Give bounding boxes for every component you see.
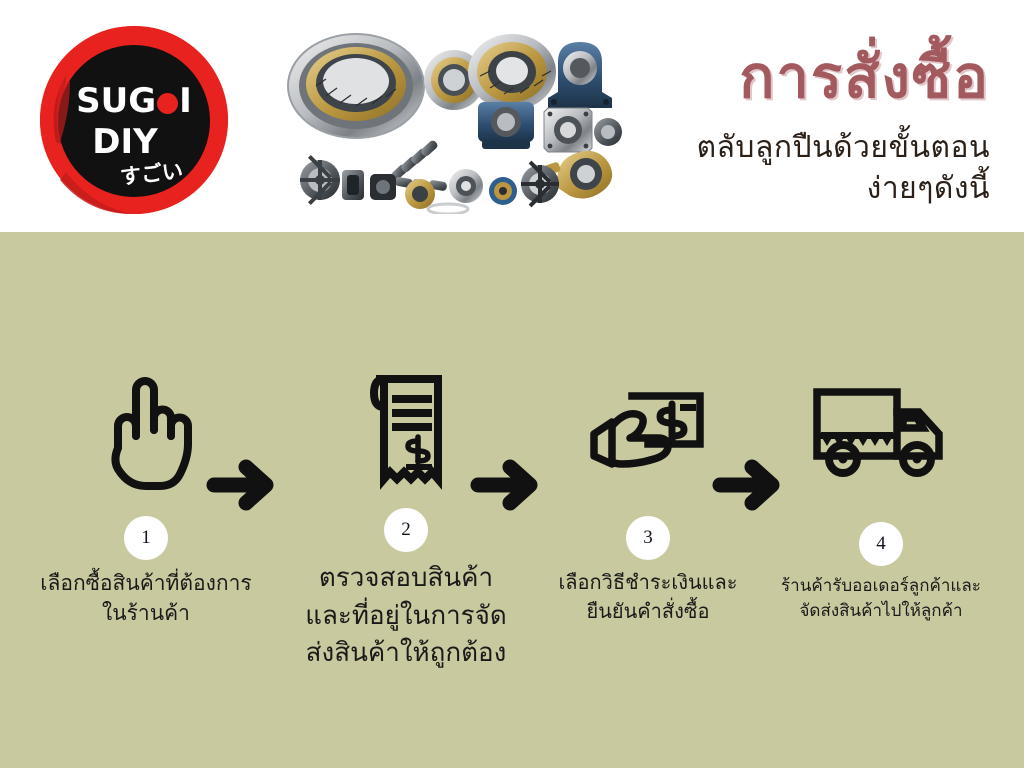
steps-row: 1 เลือกซื้อสินค้าที่ต้องการในร้านค้า [0, 232, 1024, 768]
arrow-right-icon [712, 459, 780, 511]
receipt-icon [369, 374, 442, 490]
logo-brush-circle-icon [40, 26, 228, 214]
step-4-caption: ร้านค้ารับออเดอร์ลูกค้าและจัดส่งสินค้าไป… [781, 576, 981, 621]
step-1-icon-wrap [40, 372, 252, 492]
step-3-caption: เลือกวิธีชำระเงินและยืนยันคำสั่งซื้อ [558, 570, 738, 623]
step-1: 1 เลือกซื้อสินค้าที่ต้องการในร้านค้า [40, 372, 252, 629]
page-title: การสั่งซื้อ [739, 43, 990, 111]
step-3-icon-wrap [548, 372, 748, 492]
arrow-step3-to-step4 [712, 454, 786, 516]
subtitle-line-2: ง่ายๆดังนี้ [866, 170, 990, 206]
steps-panel: 1 เลือกซื้อสินค้าที่ต้องการในร้านค้า [0, 232, 1024, 768]
arrow-step2-to-step3 [470, 454, 544, 516]
page-subtitle: ตลับลูกปืนด้วยขั้นตอน ง่ายๆดังนี้ [560, 128, 990, 209]
bearings-parts-collage [287, 33, 622, 214]
step-2-caption: ตรวจสอบสินค้าและที่อยู่ในการจัดส่งสินค้า… [305, 563, 507, 669]
subtitle-line-1: ตลับลูกปืนด้วยขั้นตอน [696, 130, 990, 165]
step-1-caption: เลือกซื้อสินค้าที่ต้องการในร้านค้า [40, 571, 252, 626]
pointing-hand-icon [111, 377, 192, 490]
step-1-number: 1 [124, 516, 168, 560]
arrow-step1-to-step2 [206, 454, 280, 516]
hand-with-money-icon [590, 392, 704, 468]
step-4-icon-wrap [778, 372, 984, 492]
arrow-right-icon [470, 459, 538, 511]
banknote-corner-mark [680, 404, 696, 411]
step-4: 4 ร้านค้ารับออเดอร์ลูกค้าและจัดส่งสินค้า… [778, 372, 984, 623]
step-2-icon-wrap [300, 372, 512, 492]
step-4-number: 4 [859, 522, 903, 566]
arrow-right-icon [206, 459, 274, 511]
delivery-truck-icon [813, 388, 943, 477]
step-2-number: 2 [384, 508, 428, 552]
step-3-number: 3 [626, 516, 670, 560]
step-3: 3 เลือกวิธีชำระเงินและยืนยันคำสั่งซื้อ [548, 372, 748, 626]
step-2: 2 ตรวจสอบสินค้าและที่อยู่ในการจัดส่งสินค… [300, 372, 512, 673]
